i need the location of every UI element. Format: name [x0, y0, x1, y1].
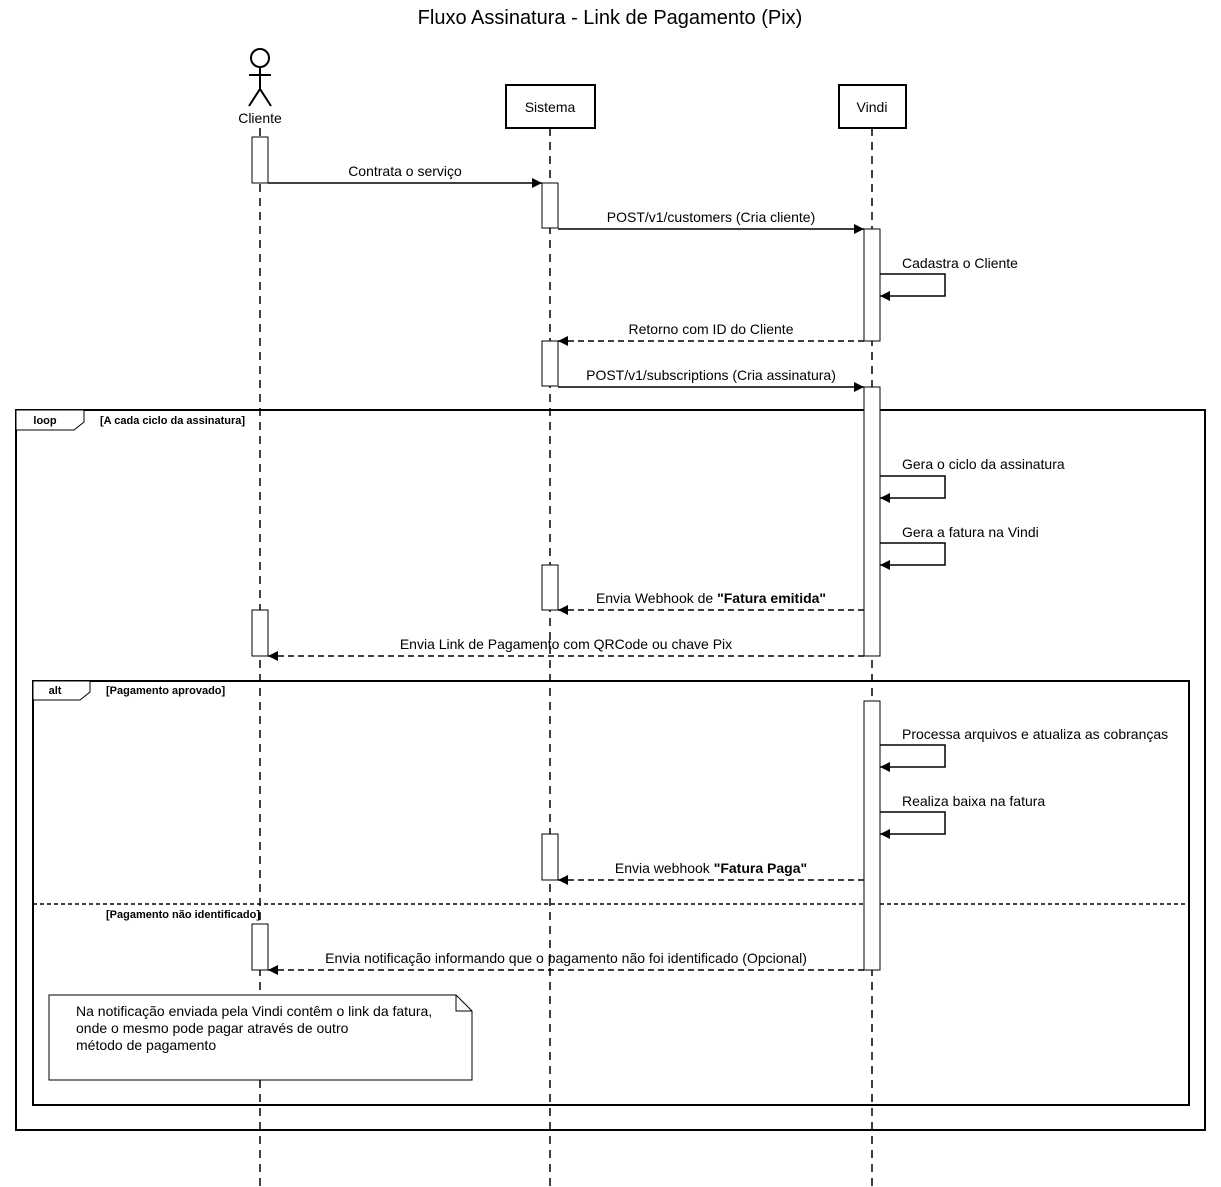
alt-guard-approved: [Pagamento aprovado] [106, 685, 226, 697]
activation-sistema-1 [541, 182, 559, 229]
diagram-title: Fluxo Assinatura - Link de Pagamento (Pi… [418, 7, 803, 29]
activation-cliente-3 [251, 923, 269, 971]
activation-bars [251, 136, 881, 971]
message-retorno-id: Retorno com ID do Cliente [558, 321, 864, 346]
message-label: Envia Webhook de "Fatura emitida" [596, 590, 826, 606]
alt-guard-not-identified: [Pagamento não identificado] [106, 909, 260, 921]
message-label: Envia notificação informando que o pagam… [325, 950, 807, 966]
message-label: Retorno com ID do Cliente [629, 321, 794, 337]
message-gera-fatura: Gera a fatura na Vindi [880, 524, 1039, 570]
activation-sistema-3 [541, 564, 559, 611]
message-webhook-fatura-paga: Envia webhook "Fatura Paga" [558, 860, 864, 885]
message-link-pagamento: Envia Link de Pagamento com QRCode ou ch… [268, 636, 864, 661]
message-label: Gera a fatura na Vindi [902, 524, 1039, 540]
message-label: Envia Link de Pagamento com QRCode ou ch… [400, 636, 732, 652]
message-label: Realiza baixa na fatura [902, 793, 1045, 809]
message-label: Cadastra o Cliente [902, 255, 1018, 271]
alt-fragment: alt [Pagamento aprovado] [Pagamento não … [32, 680, 1190, 1106]
loop-guard: [A cada ciclo da assinatura] [100, 415, 245, 427]
participant-vindi: Vindi [838, 84, 907, 129]
message-realiza-baixa: Realiza baixa na fatura [880, 793, 1045, 839]
message-notificacao: Envia notificação informando que o pagam… [268, 950, 864, 975]
message-post-subscriptions: POST/v1/subscriptions (Cria assinatura) [558, 367, 864, 392]
participant-sistema-label: Sistema [525, 99, 576, 115]
activation-sistema-2 [541, 340, 559, 387]
message-cadastra-cliente: Cadastra o Cliente [880, 255, 1018, 301]
note-line-1: Na notificação enviada pela Vindi contêm… [76, 1003, 432, 1019]
activation-cliente-1 [251, 136, 269, 184]
activation-vindi-1 [863, 228, 881, 342]
message-gera-ciclo: Gera o ciclo da assinatura [880, 456, 1065, 503]
participant-vindi-label: Vindi [857, 99, 888, 115]
message-label: Gera o ciclo da assinatura [902, 456, 1065, 472]
message-contrata: Contrata o serviço [268, 163, 542, 188]
note-line-2: onde o mesmo pode pagar através de outro [76, 1020, 349, 1036]
activation-vindi-2 [863, 386, 881, 657]
participant-sistema: Sistema [505, 84, 596, 129]
message-webhook-fatura-emitida: Envia Webhook de "Fatura emitida" [558, 590, 864, 615]
message-label: Processa arquivos e atualiza as cobrança… [902, 726, 1168, 742]
note-line-3: método de pagamento [76, 1037, 216, 1053]
message-label: POST/v1/subscriptions (Cria assinatura) [586, 367, 836, 383]
message-processa-arquivos: Processa arquivos e atualiza as cobrança… [880, 726, 1168, 772]
loop-tag: loop [33, 415, 56, 427]
participant-cliente-label: Cliente [238, 110, 282, 126]
activation-vindi-3 [863, 700, 881, 971]
activation-cliente-2 [251, 609, 269, 657]
actor-icon [248, 48, 272, 107]
message-label: POST/v1/customers (Cria cliente) [607, 209, 816, 225]
activation-sistema-4 [541, 833, 559, 881]
message-label: Contrata o serviço [348, 163, 462, 179]
message-post-customers: POST/v1/customers (Cria cliente) [558, 209, 864, 234]
alt-tag: alt [49, 685, 62, 697]
note: Na notificação enviada pela Vindi contêm… [48, 994, 473, 1081]
loop-fragment: loop [A cada ciclo da assinatura] [15, 409, 1206, 1131]
message-label: Envia webhook "Fatura Paga" [615, 860, 807, 876]
